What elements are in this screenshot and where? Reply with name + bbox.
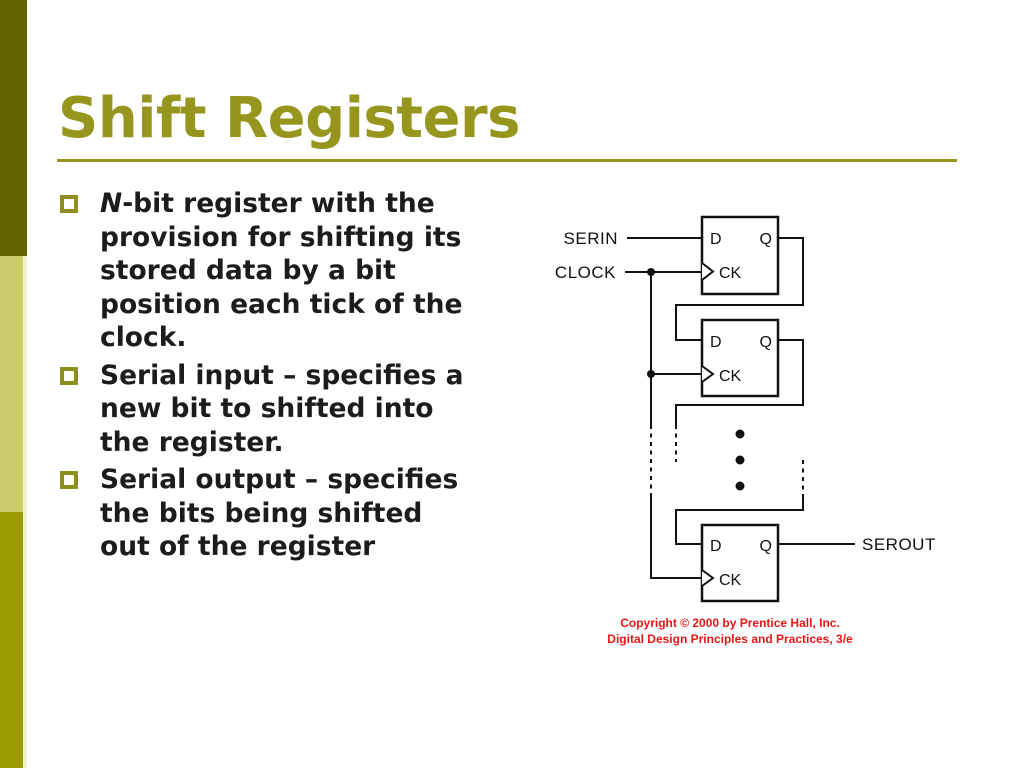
- flip-flop-1: D Q CK: [700, 215, 780, 296]
- d-port-label: D: [710, 231, 722, 248]
- q-port-label: Q: [760, 538, 772, 555]
- ellipsis-dot: [735, 455, 745, 465]
- bullet-square-icon: [60, 195, 78, 213]
- ck-port-label: CK: [719, 265, 742, 282]
- title-underline: [57, 159, 957, 162]
- copyright-line2: Digital Design Principles and Practices,…: [607, 631, 853, 646]
- flip-flop-3: D Q CK: [700, 523, 780, 603]
- copyright-line1: Copyright © 2000 by Prentice Hall, Inc.: [620, 616, 840, 630]
- clock-junction-dot: [647, 268, 655, 276]
- sidebar-segment-light: [0, 256, 27, 512]
- bullet-line: Serial input – specifies a: [100, 359, 464, 391]
- d-port-label: D: [710, 538, 722, 555]
- q-port-label: Q: [760, 231, 772, 248]
- clock-junction-dot: [647, 370, 655, 378]
- sidebar-accent-bar: [0, 0, 27, 768]
- bullet-line: Serial output – specifies: [100, 464, 459, 495]
- clock-to-ff3-wire: [650, 497, 702, 579]
- clock-edge-triangle-icon: [701, 365, 715, 383]
- ellipsis-dot: [735, 481, 745, 491]
- shift-register-diagram: D Q CK D Q CK D Q CK SERIN CLOCK SEROUT: [555, 215, 936, 603]
- ellipsis-dot: [735, 429, 745, 439]
- clock-edge-triangle-icon: [701, 262, 715, 281]
- flip-flop-2: D Q CK: [700, 318, 780, 398]
- bullet-line: provision for shifting its: [100, 221, 462, 253]
- ff1-q-to-ff2-d-wire: [675, 237, 804, 341]
- bullet-square-icon: [60, 471, 78, 489]
- bullet-line: N-bit register with the: [100, 188, 435, 219]
- bullet-line: out of the register: [100, 531, 376, 562]
- sidebar-segment-dark: [0, 0, 27, 256]
- bullet-line: clock.: [100, 322, 187, 353]
- flip-flop-box: [700, 318, 780, 398]
- bullet-line: the bits being shifted: [100, 497, 423, 529]
- ff2-q-wire: [675, 339, 804, 425]
- bullet-line: the register.: [100, 426, 284, 458]
- clock-label: CLOCK: [555, 263, 616, 282]
- d-port-label: D: [710, 334, 722, 351]
- serout-label: SEROUT: [862, 535, 936, 554]
- clock-edge-triangle-icon: [701, 569, 715, 587]
- flip-flop-box: [700, 523, 780, 603]
- q-port-label: Q: [760, 334, 772, 351]
- copyright-notice: Copyright © 2000 by Prentice Hall, Inc. …: [540, 616, 920, 647]
- bullet-square-icon: [60, 366, 78, 385]
- bullet-line: stored data by a bit: [100, 255, 396, 286]
- slide-title: Shift Registers: [58, 86, 520, 151]
- serin-label: SERIN: [564, 229, 618, 248]
- ck-port-label: CK: [719, 368, 742, 385]
- ck-port-label: CK: [719, 572, 742, 589]
- flip-flop-box: [700, 215, 780, 296]
- bullet-line: new bit to shifted into: [100, 393, 434, 424]
- bullet-line: position each tick of the: [100, 288, 463, 320]
- ff3-d-wire: [675, 497, 804, 545]
- sidebar-segment-medium: [0, 512, 27, 768]
